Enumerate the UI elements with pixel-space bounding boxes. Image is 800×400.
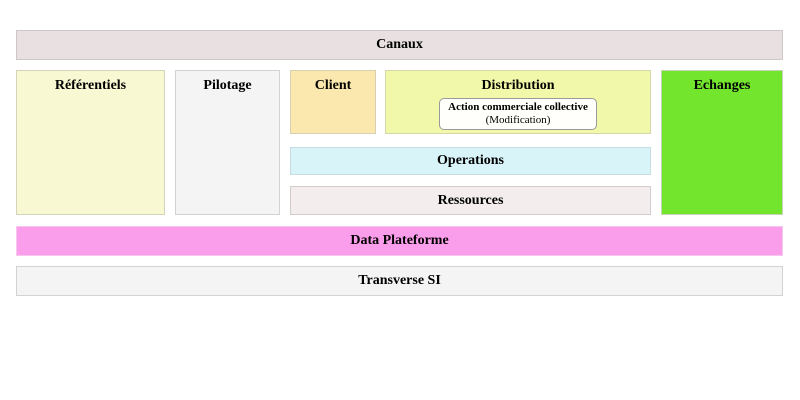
- node-action-commerciale-subtitle: (Modification): [485, 113, 551, 126]
- node-action-commerciale-title: Action commerciale collective: [448, 101, 588, 113]
- block-data-plateforme: Data Plateforme: [16, 226, 783, 256]
- block-transverse-si: Transverse SI: [16, 266, 783, 296]
- block-transverse-si-label: Transverse SI: [358, 273, 441, 288]
- block-pilotage: Pilotage: [175, 70, 280, 215]
- block-operations: Operations: [290, 147, 651, 175]
- block-operations-label: Operations: [437, 153, 504, 168]
- block-client: Client: [290, 70, 376, 134]
- block-ressources-label: Ressources: [437, 192, 504, 208]
- block-data-plateforme-label: Data Plateforme: [350, 233, 449, 248]
- block-distribution: Distribution Action commerciale collecti…: [385, 70, 651, 134]
- block-echanges: Echanges: [661, 70, 783, 215]
- block-echanges-label: Echanges: [693, 78, 751, 93]
- block-referentiels-label: Référentiels: [54, 78, 127, 93]
- block-canaux: Canaux: [16, 30, 783, 60]
- block-canaux-label: Canaux: [376, 37, 423, 52]
- block-referentiels: Référentiels: [16, 70, 165, 215]
- block-distribution-label: Distribution: [481, 78, 555, 93]
- block-pilotage-label: Pilotage: [203, 78, 252, 93]
- block-ressources: Ressources: [290, 186, 651, 215]
- block-client-label: Client: [314, 78, 352, 93]
- node-action-commerciale: Action commerciale collective (Modificat…: [439, 98, 597, 131]
